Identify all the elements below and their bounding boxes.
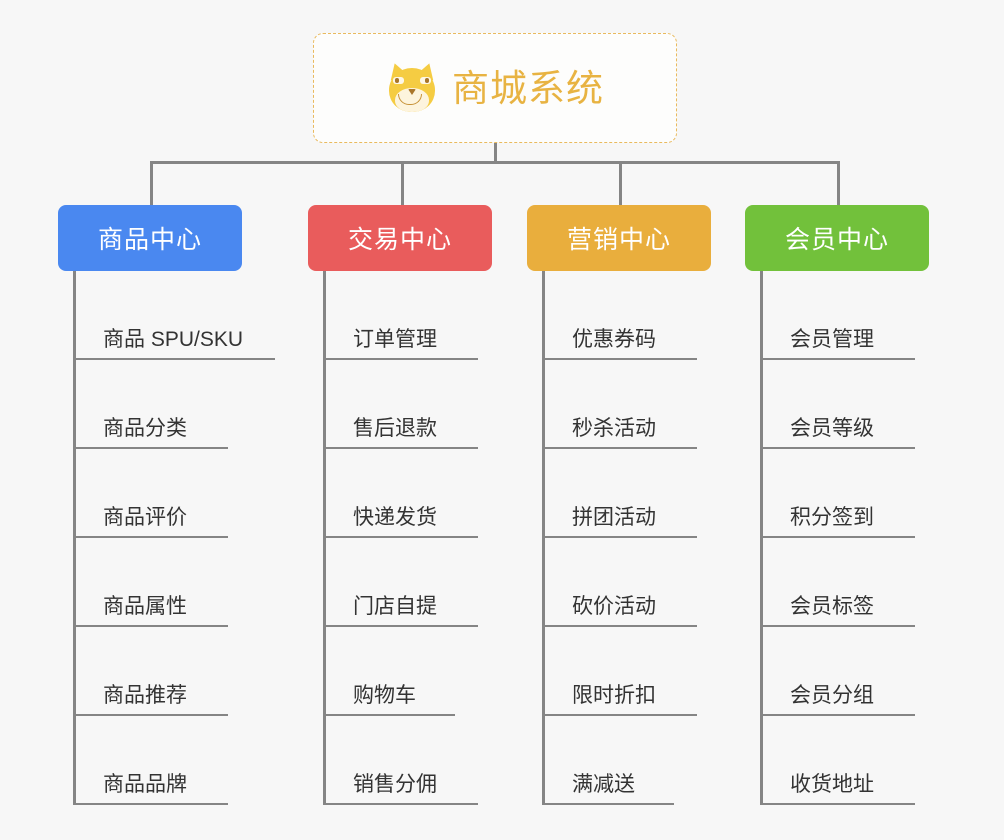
branch-spine <box>323 271 326 805</box>
leaf-node[interactable]: 购物车 <box>323 627 455 716</box>
leaf-node[interactable]: 收货地址 <box>760 716 915 805</box>
leaf-node-label: 商品推荐 <box>103 684 187 707</box>
leaf-node-label: 满减送 <box>572 773 635 796</box>
leaf-node-label: 商品 SPU/SKU <box>103 328 244 351</box>
branch-spine <box>73 271 76 805</box>
leaf-node-label: 商品分类 <box>103 417 187 440</box>
leaf-node[interactable]: 限时折扣 <box>542 627 697 716</box>
leaf-node[interactable]: 商品分类 <box>73 360 228 449</box>
leaf-node-label: 秒杀活动 <box>572 417 656 440</box>
branch-node-商品中心[interactable]: 商品中心 <box>58 205 242 271</box>
leaf-node[interactable]: 优惠券码 <box>542 271 697 360</box>
branch-drop-connector-1 <box>150 161 153 207</box>
level1-bus-connector <box>150 161 840 164</box>
leaf-node[interactable]: 满减送 <box>542 716 674 805</box>
leaf-node[interactable]: 拼团活动 <box>542 449 697 538</box>
leaf-node-label: 会员分组 <box>790 684 874 707</box>
branch-spine <box>542 271 545 805</box>
leaf-node[interactable]: 会员标签 <box>760 538 915 627</box>
leaf-node-label: 订单管理 <box>353 328 437 351</box>
leaf-node-label: 限时折扣 <box>572 684 656 707</box>
leaf-node-label: 会员等级 <box>790 417 874 440</box>
leaf-node[interactable]: 销售分佣 <box>323 716 478 805</box>
branch-node-label: 商品中心 <box>97 226 202 254</box>
leaf-node-label: 销售分佣 <box>353 773 437 796</box>
leaf-node[interactable]: 会员等级 <box>760 360 915 449</box>
branch-drop-connector-4 <box>837 161 840 207</box>
leaf-node[interactable]: 商品推荐 <box>73 627 228 716</box>
leaf-node-label: 商品品牌 <box>103 773 187 796</box>
leaf-node[interactable]: 商品 SPU/SKU <box>73 271 275 360</box>
leaf-node-label: 收货地址 <box>790 773 874 796</box>
leaf-node-label: 会员管理 <box>790 328 874 351</box>
leaf-node[interactable]: 售后退款 <box>323 360 478 449</box>
leaf-node-label: 优惠券码 <box>572 328 656 351</box>
branch-node-会员中心[interactable]: 会员中心 <box>745 205 929 271</box>
branch-drop-connector-2 <box>401 161 404 207</box>
leaf-node[interactable]: 快递发货 <box>323 449 478 538</box>
leaf-node-label: 积分签到 <box>790 506 874 529</box>
leaf-node[interactable]: 商品属性 <box>73 538 228 627</box>
leaf-node-label: 会员标签 <box>790 595 874 618</box>
branch-node-label: 营销中心 <box>566 226 671 254</box>
branch-spine <box>760 271 763 805</box>
leaf-node[interactable]: 商品品牌 <box>73 716 228 805</box>
leaf-node-label: 购物车 <box>353 684 416 707</box>
leaf-node-label: 商品属性 <box>103 595 187 618</box>
root-node-title: 商城系统 <box>452 67 604 109</box>
branch-node-label: 交易中心 <box>347 226 452 254</box>
leaf-node[interactable]: 积分签到 <box>760 449 915 538</box>
root-trunk-connector <box>494 143 497 163</box>
root-node[interactable]: 商城系统 <box>313 33 677 143</box>
shiba-dog-face-icon <box>386 60 438 114</box>
leaf-node[interactable]: 会员分组 <box>760 627 915 716</box>
leaf-node[interactable]: 秒杀活动 <box>542 360 697 449</box>
leaf-node[interactable]: 门店自提 <box>323 538 478 627</box>
leaf-node-label: 售后退款 <box>353 417 437 440</box>
leaf-node-label: 商品评价 <box>103 506 187 529</box>
branch-node-营销中心[interactable]: 营销中心 <box>527 205 711 271</box>
branch-node-交易中心[interactable]: 交易中心 <box>308 205 492 271</box>
leaf-node-label: 拼团活动 <box>572 506 656 529</box>
leaf-node-label: 门店自提 <box>353 595 437 618</box>
leaf-node[interactable]: 商品评价 <box>73 449 228 538</box>
branch-node-label: 会员中心 <box>784 226 889 254</box>
leaf-node-label: 砍价活动 <box>572 595 656 618</box>
leaf-node[interactable]: 砍价活动 <box>542 538 697 627</box>
leaf-node[interactable]: 订单管理 <box>323 271 478 360</box>
leaf-node-label: 快递发货 <box>353 506 437 529</box>
branch-drop-connector-3 <box>619 161 622 207</box>
leaf-node[interactable]: 会员管理 <box>760 271 915 360</box>
